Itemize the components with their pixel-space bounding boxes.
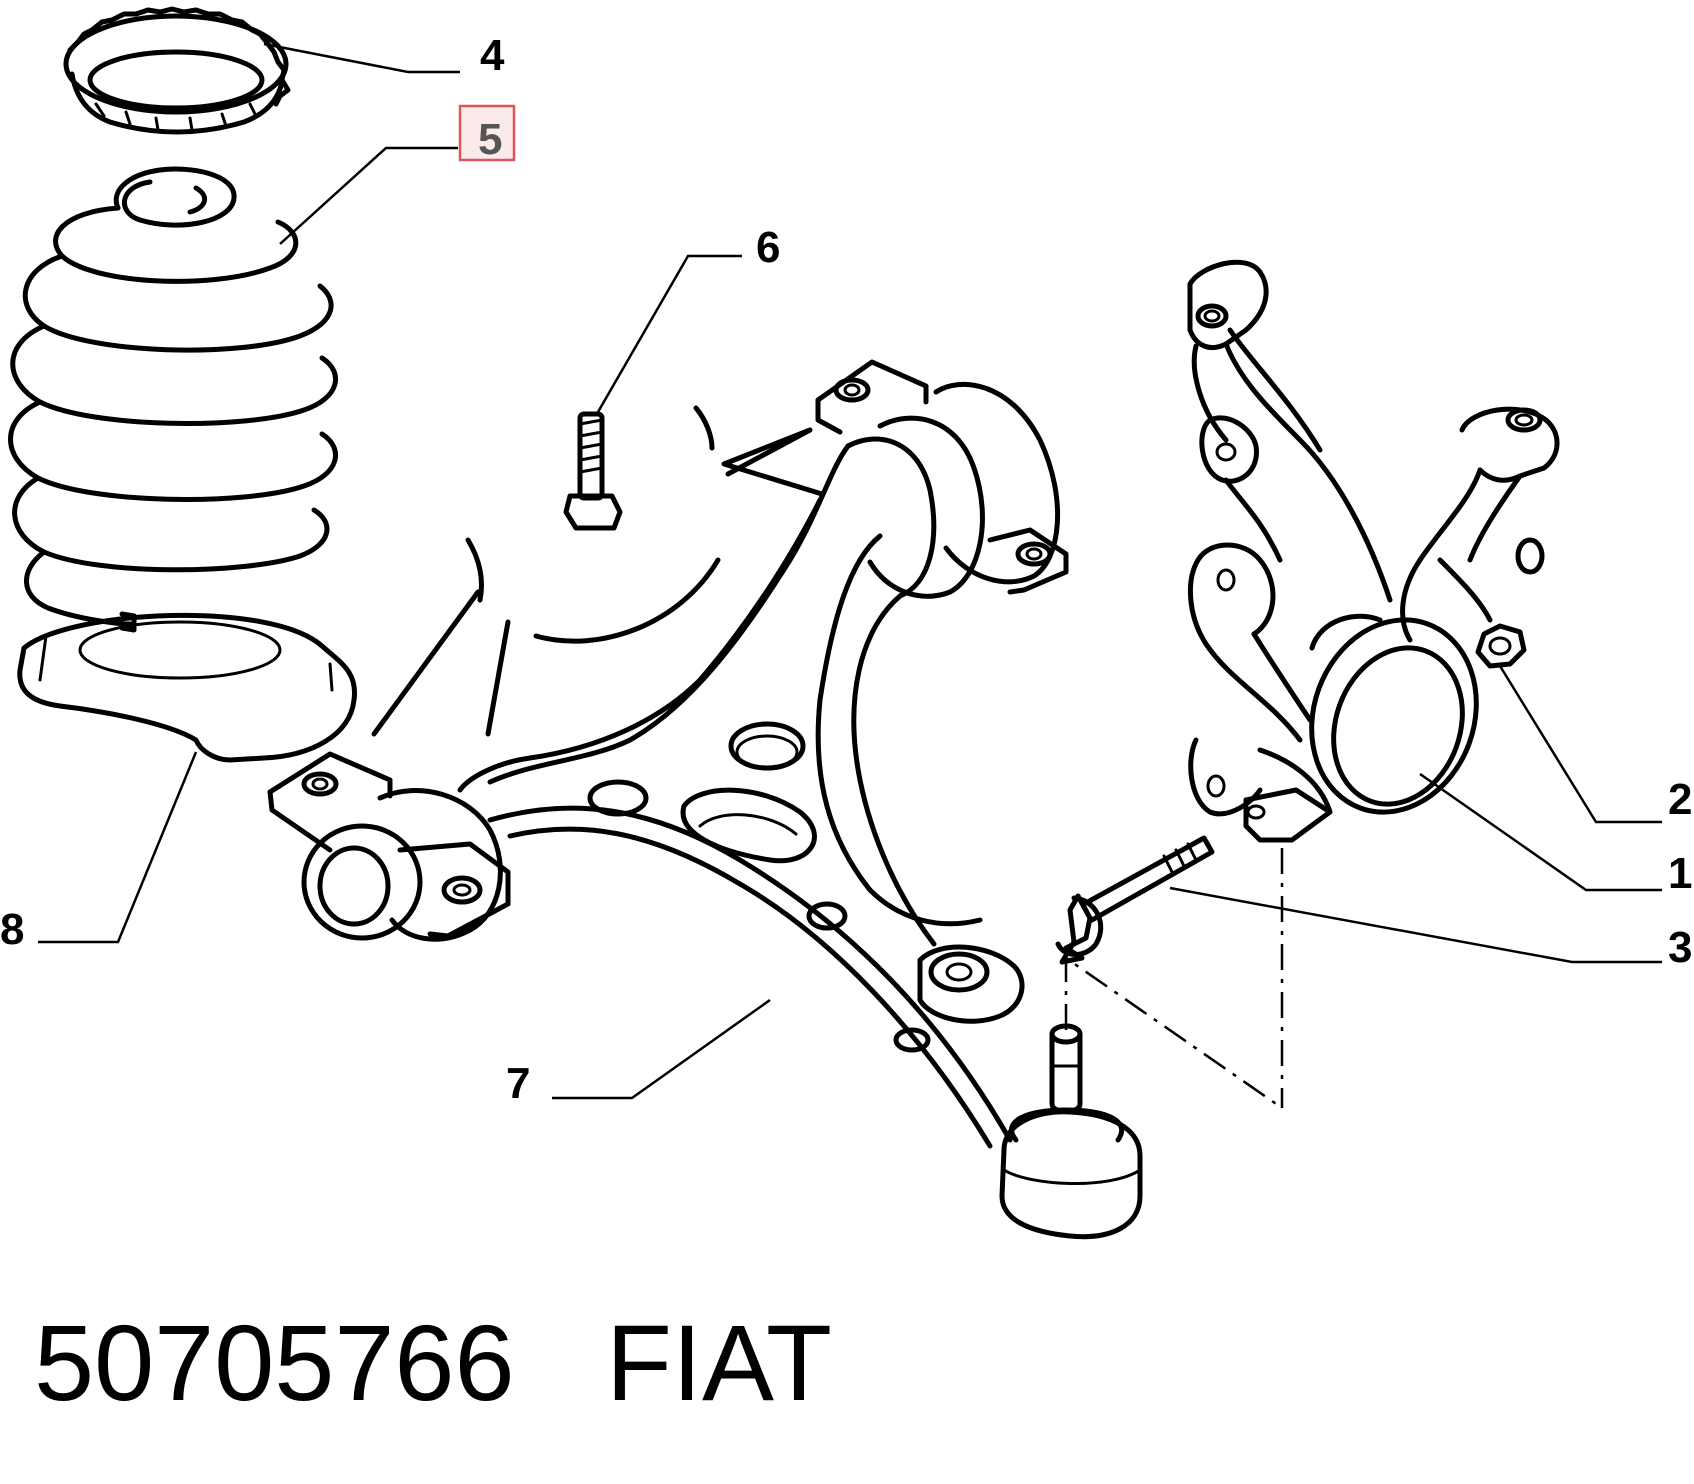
- callout-3[interactable]: 3: [1668, 923, 1692, 972]
- brand-name: FIAT: [606, 1302, 832, 1423]
- part-1-steering-knuckle: [1187, 259, 1560, 843]
- leader-lines: [38, 42, 1662, 1100]
- part-6-bolt: [563, 411, 623, 531]
- part-5-coil-spring: [8, 166, 339, 633]
- callout-5[interactable]: 5: [478, 115, 502, 164]
- callout-8[interactable]: 8: [0, 905, 24, 954]
- part-4-spring-seat: [63, 6, 291, 135]
- part-2-nut: [1475, 623, 1527, 669]
- part-7-control-arm: [267, 359, 1143, 1240]
- assembly-guide-lines: [1064, 848, 1284, 1110]
- footer: 50705766 FIAT: [34, 1302, 832, 1423]
- callouts: 4 5 6 2 1 3 7 8: [0, 31, 1692, 1108]
- callout-5-highlight-box: [458, 104, 516, 162]
- part-3-bolt: [1055, 835, 1215, 965]
- part-number: 50705766: [34, 1302, 515, 1423]
- callout-6[interactable]: 6: [756, 223, 780, 272]
- callout-4[interactable]: 4: [480, 31, 505, 80]
- callout-1[interactable]: 1: [1668, 849, 1692, 898]
- callout-2[interactable]: 2: [1668, 775, 1692, 824]
- callout-7[interactable]: 7: [506, 1059, 530, 1108]
- motion-lines: [371, 405, 825, 737]
- part-8-lower-spring-seat: [17, 612, 358, 763]
